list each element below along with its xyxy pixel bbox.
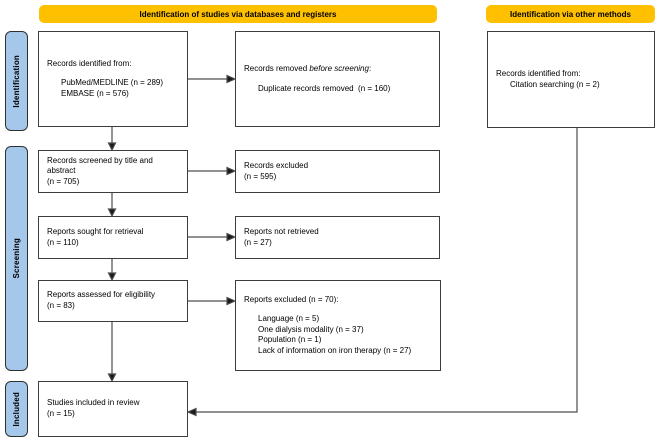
phase-included-label: Included <box>12 391 21 427</box>
records-removed-title-pre: Records removed <box>244 63 310 73</box>
phase-included: Included <box>5 381 28 437</box>
records-screened-count: (n = 705) <box>47 176 80 186</box>
phase-screening-label: Screening <box>12 238 21 279</box>
box-records-screened: Records screened by title and abstract (… <box>38 150 188 193</box>
arrowhead-right-1 <box>226 74 237 84</box>
banner-other-methods: Identification via other methods <box>486 5 655 23</box>
arrowhead-down-3 <box>107 272 117 282</box>
reports-not-retrieved-text: Reports not retrieved <box>244 226 319 236</box>
arrowhead-right-2 <box>226 166 237 176</box>
arrowhead-down-1 <box>107 142 117 152</box>
arrowhead-down-2 <box>107 208 117 218</box>
reports-excluded-reason: Population (n = 1) <box>258 335 322 345</box>
arrowhead-down-4 <box>107 373 117 383</box>
citation-records-title: Records identified from: <box>496 68 581 78</box>
arrowhead-right-3 <box>226 232 237 242</box>
box-studies-included: Studies included in review (n = 15) <box>38 381 188 437</box>
records-identified-item: PubMed/MEDLINE (n = 289) <box>61 78 164 88</box>
citation-records-item: Citation searching (n = 2) <box>510 79 600 89</box>
records-removed-title-post: : <box>368 63 372 73</box>
records-removed-title-italic: before screening <box>309 63 369 73</box>
studies-included-text: Studies included in review <box>47 398 140 408</box>
reports-not-retrieved-count: (n = 27) <box>244 237 272 247</box>
box-reports-excluded: Reports excluded (n = 70): Language (n =… <box>235 280 441 371</box>
reports-sought-count: (n = 110) <box>47 237 79 247</box>
reports-sought-text: Reports sought for retrieval <box>47 226 144 236</box>
box-citation-records: Records identified from: Citation search… <box>487 31 655 128</box>
records-removed-item: Duplicate records removed (n = 160) <box>258 83 391 93</box>
phase-identification: Identification <box>5 31 28 131</box>
box-reports-sought: Reports sought for retrieval (n = 110) <box>38 216 188 259</box>
records-excluded-count: (n = 595) <box>244 171 277 181</box>
records-screened-text: Records screened by title and abstract <box>47 155 156 176</box>
arrowhead-left-citation <box>186 407 197 417</box>
records-removed-title: Records removed before screening: <box>244 64 431 75</box>
reports-assessed-text: Reports assessed for eligibility <box>47 290 156 300</box>
phase-screening: Screening <box>5 146 28 371</box>
reports-excluded-reason: One dialysis modality (n = 37) <box>258 324 364 334</box>
records-excluded-text: Records excluded <box>244 160 309 170</box>
banner-databases-registers: Identification of studies via databases … <box>39 5 437 23</box>
reports-excluded-title: Reports excluded (n = 70): <box>244 294 339 304</box>
studies-included-count: (n = 15) <box>47 409 75 418</box>
box-records-identified: Records identified from: PubMed/MEDLINE … <box>38 31 188 127</box>
records-identified-title: Records identified from: <box>47 58 132 68</box>
reports-excluded-reason: Language (n = 5) <box>258 314 320 324</box>
box-records-excluded: Records excluded (n = 595) <box>235 150 440 193</box>
box-reports-assessed: Reports assessed for eligibility (n = 83… <box>38 280 188 322</box>
records-identified-item: EMBASE (n = 576) <box>61 88 129 98</box>
reports-assessed-count: (n = 83) <box>47 301 75 310</box>
box-records-removed: Records removed before screening: Duplic… <box>235 31 440 127</box>
reports-excluded-reason: Lack of information on iron therapy (n =… <box>258 345 412 355</box>
phase-identification-label: Identification <box>12 54 21 108</box>
arrowhead-right-4 <box>226 296 237 306</box>
box-reports-not-retrieved: Reports not retrieved (n = 27) <box>235 216 440 259</box>
